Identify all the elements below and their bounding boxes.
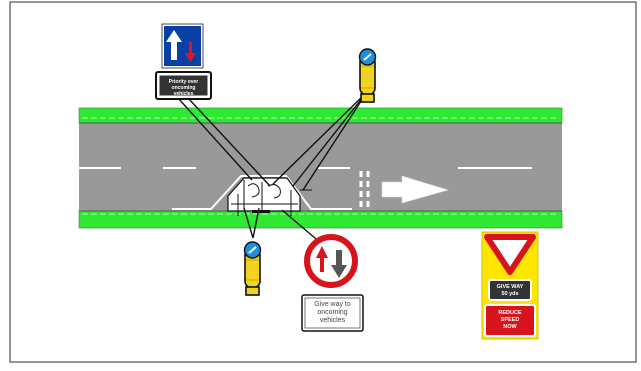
verge-top [78,107,563,124]
opposing-arrow-down-icon [185,42,196,62]
opposing-arrow-up-icon [316,246,328,272]
bollard-bottom [243,241,262,296]
give-way-plate [301,294,364,332]
give-way-lines [359,171,370,208]
give-way-triangle-icon [484,234,536,275]
distance-plate [488,279,532,301]
pinch-point-island [227,177,312,216]
main-arrow-down-icon [331,250,347,278]
road-arrow-marking [381,175,450,204]
bollard-top [358,48,377,103]
leader-lines [177,91,368,245]
priority-sign-panel [162,24,203,68]
verge-bottom [78,210,563,229]
build-out-edge-line [172,175,352,210]
reduce-speed-panel [484,304,536,337]
priority-arrow-up-icon [166,30,182,60]
give-way-ring [304,234,358,288]
